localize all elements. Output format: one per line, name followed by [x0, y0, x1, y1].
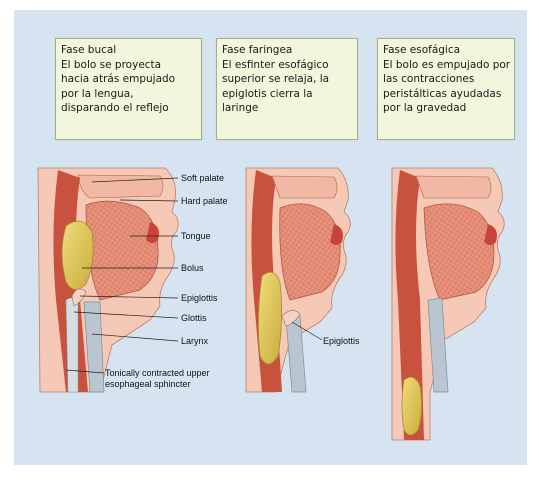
- label-glottis: Glottis: [181, 313, 207, 323]
- label-hard-palate: Hard palate: [181, 196, 228, 206]
- head-section-bucal: [38, 168, 178, 392]
- label-tongue: Tongue: [181, 231, 211, 241]
- head-section-esofagica: [392, 168, 504, 440]
- head-section-faringea: [246, 168, 350, 392]
- label-epiglottis-phase2: Epiglottis: [323, 336, 360, 346]
- label-bolus: Bolus: [181, 263, 204, 273]
- label-sphincter-line1: Tonically contracted upper: [105, 368, 210, 378]
- label-sphincter-line2: esophageal sphincter: [105, 379, 191, 389]
- label-soft-palate: Soft palate: [181, 173, 224, 183]
- label-epiglottis: Epiglottis: [181, 293, 218, 303]
- label-larynx: Larynx: [181, 336, 209, 346]
